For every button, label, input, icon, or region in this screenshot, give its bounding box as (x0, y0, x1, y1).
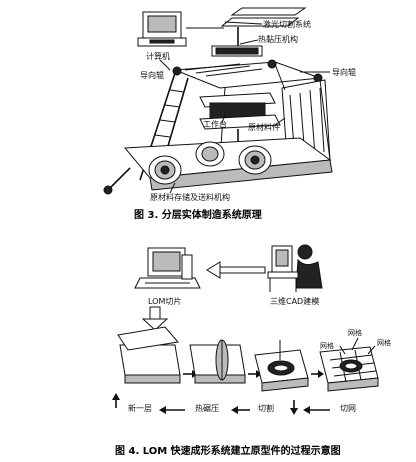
designer-icon (267, 244, 323, 292)
hot-press-icon (211, 45, 263, 57)
label-work-table: 工作台 (203, 119, 227, 129)
label-grid-1: 网格 (348, 328, 362, 337)
step-cut (254, 340, 309, 392)
material-roll-mid (195, 141, 225, 167)
arrow-step-2 (248, 370, 262, 378)
label-guide-roller-left: 导向辊 (140, 70, 164, 80)
laser-system-icon (186, 7, 307, 52)
label-raw-piece: 原材料件 (248, 122, 280, 132)
step-new-layer (117, 326, 181, 384)
label-lom-slice: LOM切片 (148, 296, 181, 306)
label-hot-press: 热黏压机构 (258, 34, 298, 44)
arrow-step-3 (311, 370, 324, 378)
label-cutting: 切割 (258, 403, 274, 413)
step-cut-grid (319, 346, 379, 392)
step-hot-rolling (189, 339, 246, 384)
arrow-down-slice (141, 306, 169, 331)
computer-icon-2 (134, 247, 201, 289)
material-roll-left (148, 155, 182, 185)
label-cut-grid: 切网 (340, 404, 356, 413)
label-laser-system: 激光切割系统 (263, 19, 311, 29)
computer-icon (137, 11, 187, 47)
label-grid-2: 网格 (320, 341, 334, 350)
figure-4-caption: 图 4. LOM 快速成形系统建立原型件的过程示意图 (115, 444, 341, 457)
figure-3: 激光切割系统 热黏压机构 计算机 导向辊 导向辊 工作台 原材料件 原材料存储及… (103, 7, 356, 221)
label-grid-3: 网格 (377, 338, 391, 347)
figure-3-caption: 图 3. 分层实体制造系统原理 (134, 208, 262, 221)
label-feed-mechanism: 原材料存储及送料机构 (150, 192, 230, 202)
label-new-layer: 新一层 (128, 403, 152, 413)
label-cad-modeling: 三维CAD建模 (270, 296, 319, 306)
material-roll-right (238, 145, 272, 175)
work-table (199, 92, 281, 150)
label-guide-roller-right: 导向辊 (332, 67, 356, 77)
figure-4: LOM切片 三维CAD建模 (112, 244, 391, 457)
arrow-cad-to-computer (206, 261, 266, 279)
process-row: 新一层 热碾压 切割 切网 (112, 393, 356, 415)
label-computer: 计算机 (146, 51, 170, 61)
label-hot-rolling: 热碾压 (195, 403, 219, 413)
